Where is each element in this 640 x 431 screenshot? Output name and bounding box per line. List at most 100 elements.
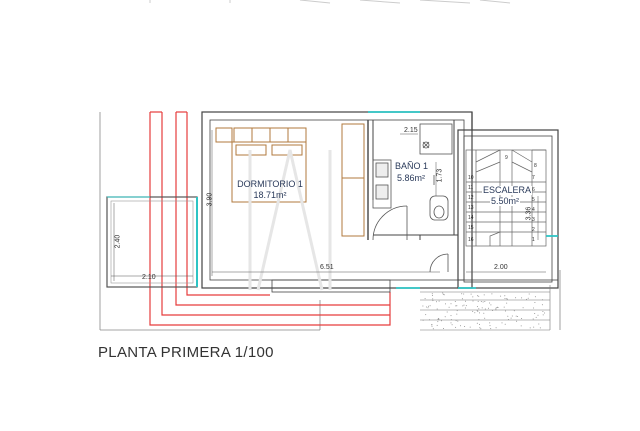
- hatch-dot: [448, 306, 450, 308]
- hatch-dot: [432, 298, 434, 300]
- hatch-dot: [431, 295, 433, 296]
- hatch-dot: [455, 320, 457, 322]
- hatch-dot: [472, 300, 474, 302]
- stair-step-4: 4: [532, 207, 535, 213]
- hatch-dot: [510, 317, 512, 319]
- hatch-dot: [529, 327, 531, 329]
- hatch-dot: [528, 293, 530, 295]
- hatch-dot: [437, 318, 439, 320]
- hatch-dot: [490, 328, 492, 330]
- room-area-escalera: 5.50m²: [490, 196, 521, 206]
- hatch-dot: [432, 328, 434, 330]
- hatch-dot: [535, 316, 537, 318]
- hatch-dot: [422, 305, 424, 307]
- hatch-dot: [454, 301, 456, 302]
- hatch-dot: [521, 297, 523, 299]
- stair-step-2: 2: [532, 227, 535, 233]
- stair-step-13: 13: [468, 205, 474, 211]
- dimension-landing-width: 2.00: [494, 264, 508, 271]
- hatch-dot: [504, 323, 506, 325]
- hatch-dot: [479, 323, 480, 325]
- hatch-dot: [490, 304, 492, 306]
- hatch-dot: [429, 319, 431, 321]
- hatch-dot: [478, 308, 480, 310]
- hatch-dot: [462, 305, 464, 307]
- hatch-dot: [456, 310, 458, 312]
- room-name-dormitorio: DORMITORIO 1: [237, 179, 303, 189]
- hatch-dot: [450, 303, 452, 305]
- bathroom-fixtures: [372, 123, 453, 221]
- hatch-dot: [526, 298, 528, 300]
- hatch-dot: [476, 310, 478, 312]
- doors: [372, 205, 449, 273]
- hatch-dot: [427, 307, 429, 309]
- dimension-terrace-height: 2.40: [114, 234, 122, 249]
- hatch-dot: [424, 298, 426, 300]
- room-name-escalera: ESCALERA: [482, 185, 533, 195]
- hatch-dot: [507, 315, 509, 317]
- stair-step-8: 8: [534, 163, 537, 169]
- hatch-dot: [431, 293, 433, 295]
- hatch-dot: [517, 316, 519, 317]
- hatch-dot: [527, 297, 529, 299]
- stair-step-1: 1: [532, 237, 535, 243]
- hatch-dot: [534, 313, 536, 314]
- hatch-dot: [477, 295, 478, 297]
- hatch-dot: [479, 312, 480, 314]
- hatched-terrain: [420, 285, 551, 331]
- hatch-dot: [489, 322, 491, 324]
- top-edge-marks: [149, 0, 511, 4]
- hatch-dot: [515, 297, 517, 299]
- hatch-dot: [425, 314, 427, 316]
- hatch-dot: [489, 325, 491, 327]
- hatch-dot: [483, 312, 485, 314]
- hatch-dot: [503, 306, 505, 308]
- hatch-dot: [504, 295, 506, 297]
- hatch-dot: [440, 320, 442, 322]
- dimension-bath-width: 2.15: [404, 127, 418, 134]
- hatch-dot: [495, 309, 497, 311]
- hatch-dot: [481, 307, 483, 309]
- hatch-dot: [480, 328, 482, 330]
- hatch-dot: [437, 321, 439, 323]
- hatch-dot: [479, 327, 481, 329]
- hatch-dot: [474, 312, 476, 314]
- hatch-dot: [507, 319, 509, 320]
- hatch-dot: [534, 296, 536, 298]
- hatch-dot: [444, 316, 446, 318]
- dimension-bedroom-height: 3.90: [206, 192, 214, 207]
- hatch-dot: [463, 304, 465, 306]
- hatch-dot: [484, 301, 486, 302]
- hatch-dot: [504, 298, 506, 299]
- hatch-dot: [478, 295, 480, 297]
- hatch-dot: [457, 320, 459, 322]
- hatch-dot: [489, 302, 491, 304]
- hatch-dot: [455, 305, 457, 307]
- hatch-dot: [522, 307, 524, 309]
- hatch-dot: [445, 303, 446, 305]
- hatch-dot: [542, 311, 544, 312]
- hatch-dot: [484, 308, 486, 310]
- watermark-logo: [248, 149, 332, 291]
- hatch-dot: [544, 312, 546, 314]
- hatch-dot: [515, 315, 517, 317]
- hatch-dot: [488, 307, 489, 309]
- hatch-dot: [438, 300, 440, 302]
- hatch-dot: [532, 318, 534, 320]
- hatch-dot: [436, 308, 438, 310]
- hatch-dot: [422, 319, 424, 321]
- hatch-dot: [541, 299, 543, 301]
- stair-step-16: 16: [468, 237, 474, 243]
- hatch-dot: [477, 300, 479, 302]
- stair-step-11: 11: [468, 185, 474, 191]
- hatch-dot: [495, 307, 497, 309]
- hatch-dot: [537, 314, 539, 316]
- hatch-dot: [460, 325, 461, 327]
- hatch-dot: [425, 306, 427, 308]
- hatch-dot: [480, 301, 482, 302]
- room-area-bano: 5.86m²: [397, 173, 426, 183]
- stair-step-10: 10: [468, 175, 474, 181]
- hatch-dot: [521, 318, 523, 319]
- stair-step-14: 14: [468, 215, 474, 221]
